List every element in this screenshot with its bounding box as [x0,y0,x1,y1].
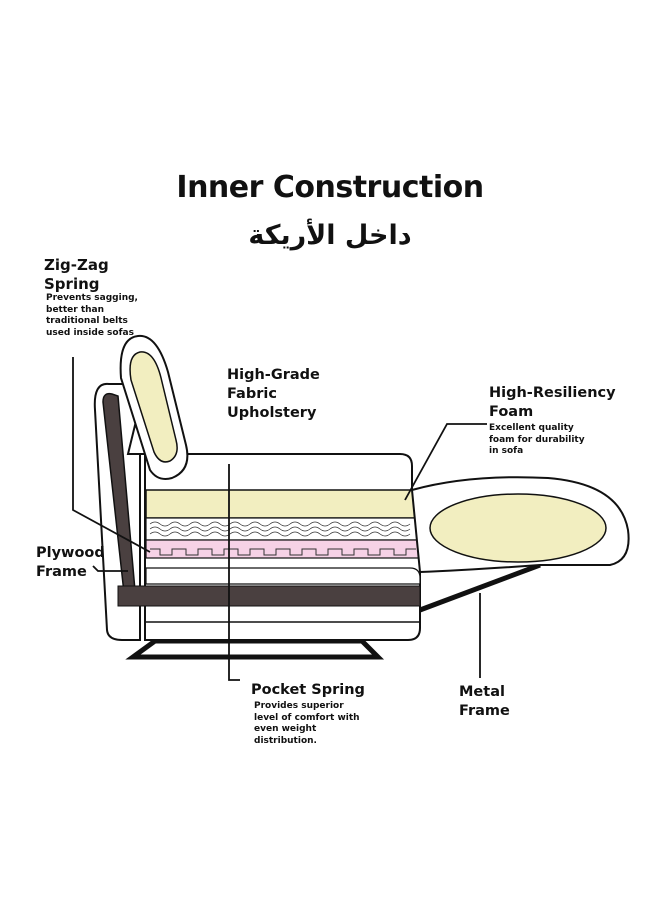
plywood-base-band [117,585,421,607]
pocket-spring-wave [150,548,416,556]
metal-frame-label: Metal Frame [459,684,510,719]
pocket-spring-coil-layer [145,517,421,541]
footrest-foam [429,493,607,563]
foam-description: Excellent quality foam for durability in… [489,423,585,456]
plywood-frame-label: Plywood Frame [36,545,105,580]
leader-lines [72,357,487,681]
page-title: Inner Construction [176,170,484,205]
seat-foam-layer [145,489,421,519]
zigzag-spring-label: Zig-Zag Spring [44,256,109,293]
pocket-spring-label: Pocket Spring [251,682,365,698]
spring-coils [149,521,411,537]
pocket-spring-description: Provides superior level of comfort with … [254,701,360,746]
zigzag-spring-description: Prevents sagging, better than traditiona… [46,293,138,338]
plywood-back-panel [102,392,137,603]
back-cushion-foam [129,351,178,463]
page-subtitle-arabic: داخل الأريكة [248,220,412,251]
fabric-upholstery-label: High-Grade Fabric Upholstery [227,367,320,421]
seat-gap-layer [145,567,421,585]
foam-label: High-Resiliency Foam [489,385,616,420]
